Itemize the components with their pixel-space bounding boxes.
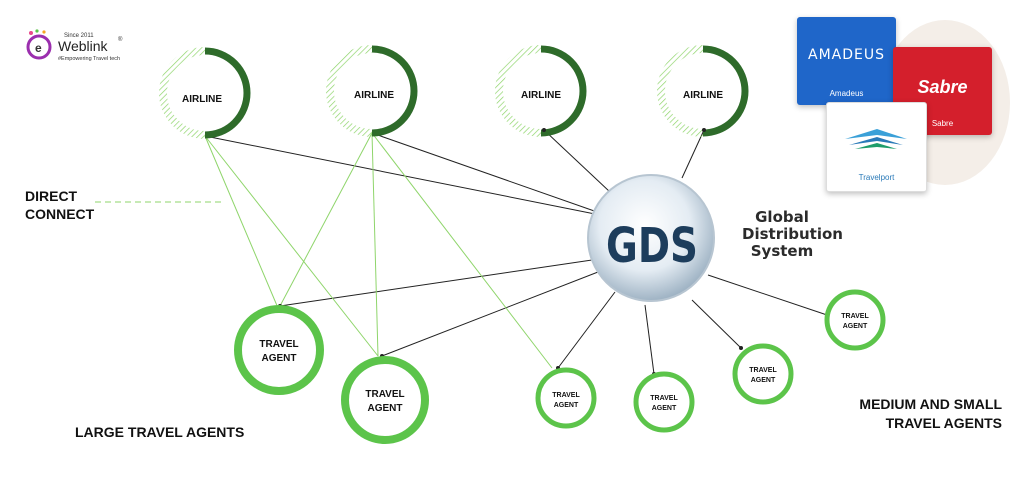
direct-connect-label-line1: DIRECT — [25, 188, 78, 204]
small-travel-agent-node: TRAVEL AGENT — [824, 289, 886, 351]
gds-full-name-line2: Distribution — [742, 225, 843, 243]
amadeus-wordmark: AMADEUS — [808, 47, 885, 63]
direct-airline2-large1 — [279, 132, 373, 307]
direct-connect-label-line2: CONNECT — [25, 206, 95, 222]
airline-label: AIRLINE — [354, 90, 394, 101]
line-airline3-gds — [543, 129, 611, 193]
direct-airline2-small1 — [371, 132, 553, 369]
agent-label-line2: AGENT — [652, 405, 677, 412]
logo-name: Weblink — [58, 38, 109, 54]
line-small2-gds — [644, 304, 655, 375]
agent-label-line2: AGENT — [554, 402, 579, 409]
medium-small-label-line2: TRAVEL AGENTS — [886, 415, 1002, 431]
airline-label: AIRLINE — [182, 94, 222, 105]
line-large1-gds — [279, 259, 593, 307]
large-travel-agents-label: LARGE TRAVEL AGENTS — [75, 424, 244, 440]
gds-connection-lines — [204, 129, 831, 375]
svg-text:e: e — [35, 41, 42, 55]
small-travel-agent-node: TRAVEL AGENT — [633, 371, 695, 433]
airline-node: AIRLINE — [159, 47, 251, 139]
agent-label-line2: AGENT — [843, 323, 868, 330]
direct-airline1-large2 — [204, 135, 379, 357]
agent-label-line1: TRAVEL — [365, 389, 404, 400]
line-airline4-gds — [681, 129, 705, 179]
gds-full-name: Global Distribution System — [742, 208, 843, 260]
line-small4-gds — [707, 274, 831, 317]
line-small3-gds — [691, 299, 742, 349]
logo-registered: ® — [118, 36, 123, 43]
airline-node: AIRLINE — [657, 45, 749, 137]
agent-label-line2: AGENT — [262, 353, 297, 364]
dot-small3 — [739, 346, 743, 350]
gds-full-name-line3: System — [750, 242, 814, 260]
small-travel-agent-node: TRAVEL AGENT — [535, 367, 597, 429]
dot-airline4 — [702, 128, 706, 132]
agent-label-line1: TRAVEL — [552, 392, 580, 399]
gds-hub: GDS — [587, 174, 715, 302]
weblink-logo-mark-icon: e Since 2011 Weblink ® #Empowering Trave… — [26, 29, 123, 62]
sabre-name: Sabre — [931, 119, 954, 128]
agent-label-line1: TRAVEL — [650, 395, 678, 402]
agent-label-line1: TRAVEL — [841, 313, 869, 320]
line-airline1-gds — [204, 135, 601, 216]
amadeus-card: AMADEUS Amadeus — [797, 17, 896, 105]
logo-tagline: #Empowering Travel tech — [58, 56, 120, 62]
amadeus-name: Amadeus — [829, 89, 864, 98]
dot-airline3 — [542, 128, 546, 132]
agent-label-line2: AGENT — [368, 403, 403, 414]
travelport-card: Travelport — [826, 102, 927, 192]
line-airline2-gds — [371, 132, 601, 214]
line-large2-gds — [381, 271, 599, 357]
travelport-name: Travelport — [858, 173, 895, 182]
weblink-logo: e Since 2011 Weblink ® #Empowering Trave… — [26, 27, 146, 67]
line-small1-gds — [557, 291, 616, 369]
agent-label-line2: AGENT — [751, 377, 776, 384]
large-travel-agent-node: TRAVEL AGENT — [341, 356, 429, 444]
logo-since: Since 2011 — [64, 33, 94, 39]
airline-node: AIRLINE — [326, 45, 418, 137]
airline-label: AIRLINE — [521, 90, 561, 101]
agent-label-line1: TRAVEL — [259, 339, 298, 350]
medium-small-label-line1: MEDIUM AND SMALL — [859, 396, 1002, 412]
large-travel-agent-node: TRAVEL AGENT — [234, 305, 324, 395]
airline-node: AIRLINE — [495, 45, 587, 137]
travelport-logo-icon — [845, 129, 907, 149]
gds-acronym: GDS — [606, 218, 698, 274]
gds-full-name-line1: Global — [755, 208, 809, 226]
agent-label-line1: TRAVEL — [749, 367, 777, 374]
direct-airline1-large1 — [204, 135, 279, 309]
direct-connect-lines — [95, 132, 553, 369]
airline-label: AIRLINE — [683, 90, 723, 101]
sabre-wordmark: Sabre — [917, 77, 968, 97]
direct-airline2-large2 — [371, 132, 379, 357]
small-travel-agent-node: TRAVEL AGENT — [732, 343, 794, 405]
